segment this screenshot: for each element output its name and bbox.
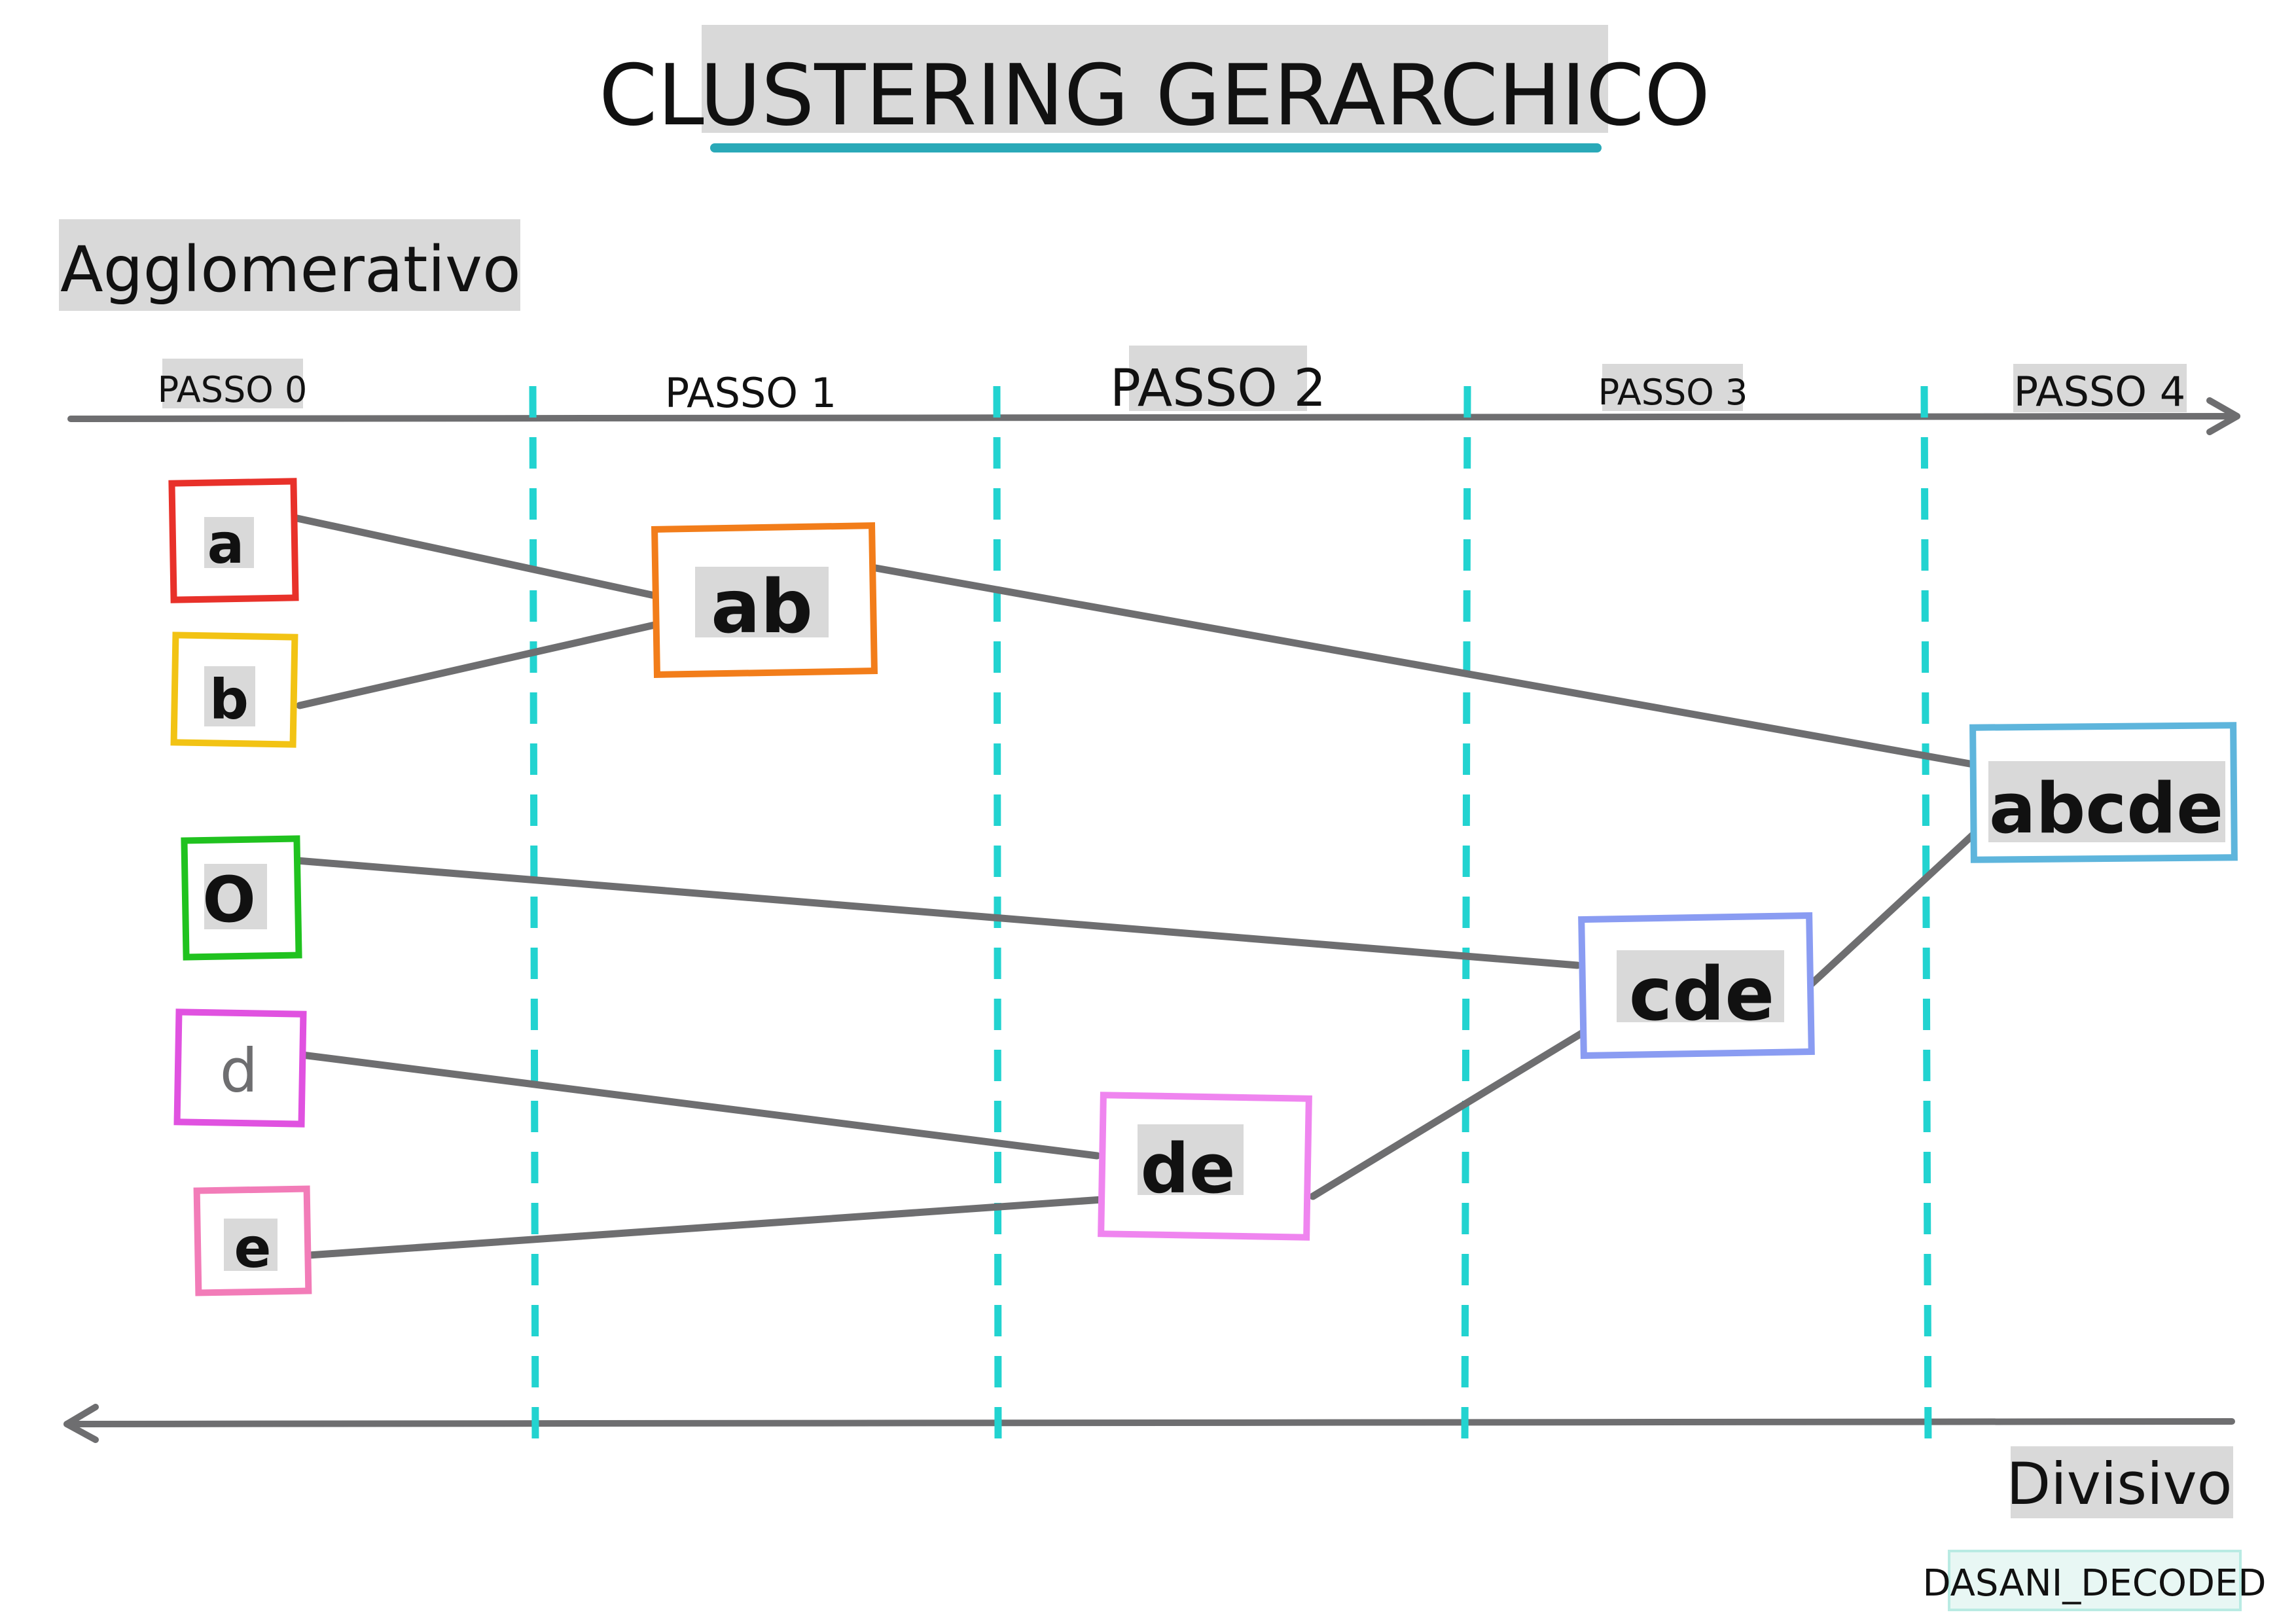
node-c: O: [181, 835, 302, 961]
step-3-label: PASSO 3: [1598, 372, 1748, 413]
divisive-label: Divisivo: [2007, 1450, 2233, 1518]
link-cde-abcde: [1806, 830, 1977, 989]
node-b-highlight: [204, 666, 255, 726]
bottom-axis-arrowhead: [63, 1404, 99, 1443]
node-d-label: d: [220, 1036, 258, 1106]
agglomerative-label: Agglomerativo: [60, 233, 521, 306]
link-de-cde: [1309, 1029, 1587, 1200]
node-d: d: [173, 1008, 307, 1128]
node-ab: ab: [651, 522, 878, 678]
bottom-axis: [63, 1404, 2235, 1443]
node-de: de: [1098, 1092, 1312, 1241]
node-abcde: abcde: [1969, 722, 2238, 863]
top-axis: [67, 397, 2240, 435]
node-a: a: [168, 478, 299, 603]
node-b-label: b: [209, 668, 249, 732]
node-b: b: [170, 632, 298, 748]
divider-4: [1920, 385, 1932, 1454]
link-c-cde: [293, 857, 1581, 969]
node-cde-highlight: [1617, 950, 1784, 1022]
agglomerative-highlight: [59, 219, 520, 311]
node-c-highlight: [204, 864, 267, 929]
page-title: CLUSTERING GERARCHICO: [599, 47, 1710, 145]
node-cde: cde: [1578, 912, 1815, 1060]
link-ab-abcde: [872, 564, 1977, 768]
node-a-label: a: [207, 512, 245, 576]
node-ab-highlight: [695, 567, 829, 637]
divider-1: [529, 385, 539, 1454]
node-e-highlight: [224, 1219, 278, 1271]
node-de-label: de: [1141, 1129, 1236, 1209]
node-abcde-highlight: [1988, 761, 2225, 842]
bottom-axis-line: [63, 1418, 2235, 1427]
agglomerative-label-group: Agglomerativo: [59, 219, 521, 311]
divider-3: [1461, 385, 1471, 1454]
credit-badge: DASANI_DECODED: [1922, 1550, 2267, 1611]
node-ab-label: ab: [711, 565, 813, 650]
divisive-highlight: [2011, 1446, 2233, 1518]
step-2-highlight: [1129, 346, 1307, 411]
top-axis-line: [67, 413, 2240, 422]
step-0-highlight: [162, 359, 303, 408]
credit-label: DASANI_DECODED: [1922, 1562, 2266, 1605]
step-0-label: PASSO 0: [158, 369, 308, 410]
node-de-highlight: [1138, 1124, 1244, 1195]
divisive-label-group: Divisivo: [2007, 1446, 2233, 1518]
step-2-label: PASSO 2: [1110, 359, 1326, 418]
step-3-highlight: [1602, 364, 1743, 411]
node-e-label: e: [234, 1216, 272, 1280]
top-axis-arrowhead: [2206, 397, 2240, 435]
node-cde-label: cde: [1629, 952, 1775, 1037]
link-d-de: [298, 1051, 1101, 1160]
title-highlight: [702, 25, 1608, 133]
node-e: e: [193, 1185, 312, 1296]
link-b-ab: [296, 621, 658, 709]
connections: [293, 514, 1977, 1259]
node-c-label: O: [202, 863, 256, 936]
link-a-ab: [293, 514, 658, 599]
credit-badge-box: [1948, 1550, 2242, 1611]
step-1-label: PASSO 1: [665, 369, 837, 417]
title-group: CLUSTERING GERARCHICO: [599, 25, 1710, 152]
step-4-highlight: [2013, 364, 2187, 412]
step-4-label: PASSO 4: [2014, 368, 2186, 416]
link-e-de: [305, 1196, 1106, 1259]
step-labels: PASSO 0 PASSO 1 PASSO 2 PASSO 3 PASSO 4: [158, 346, 2187, 418]
node-a-highlight: [204, 517, 254, 568]
node-abcde-label: abcde: [1989, 768, 2223, 849]
node-d-box: [173, 1008, 307, 1128]
